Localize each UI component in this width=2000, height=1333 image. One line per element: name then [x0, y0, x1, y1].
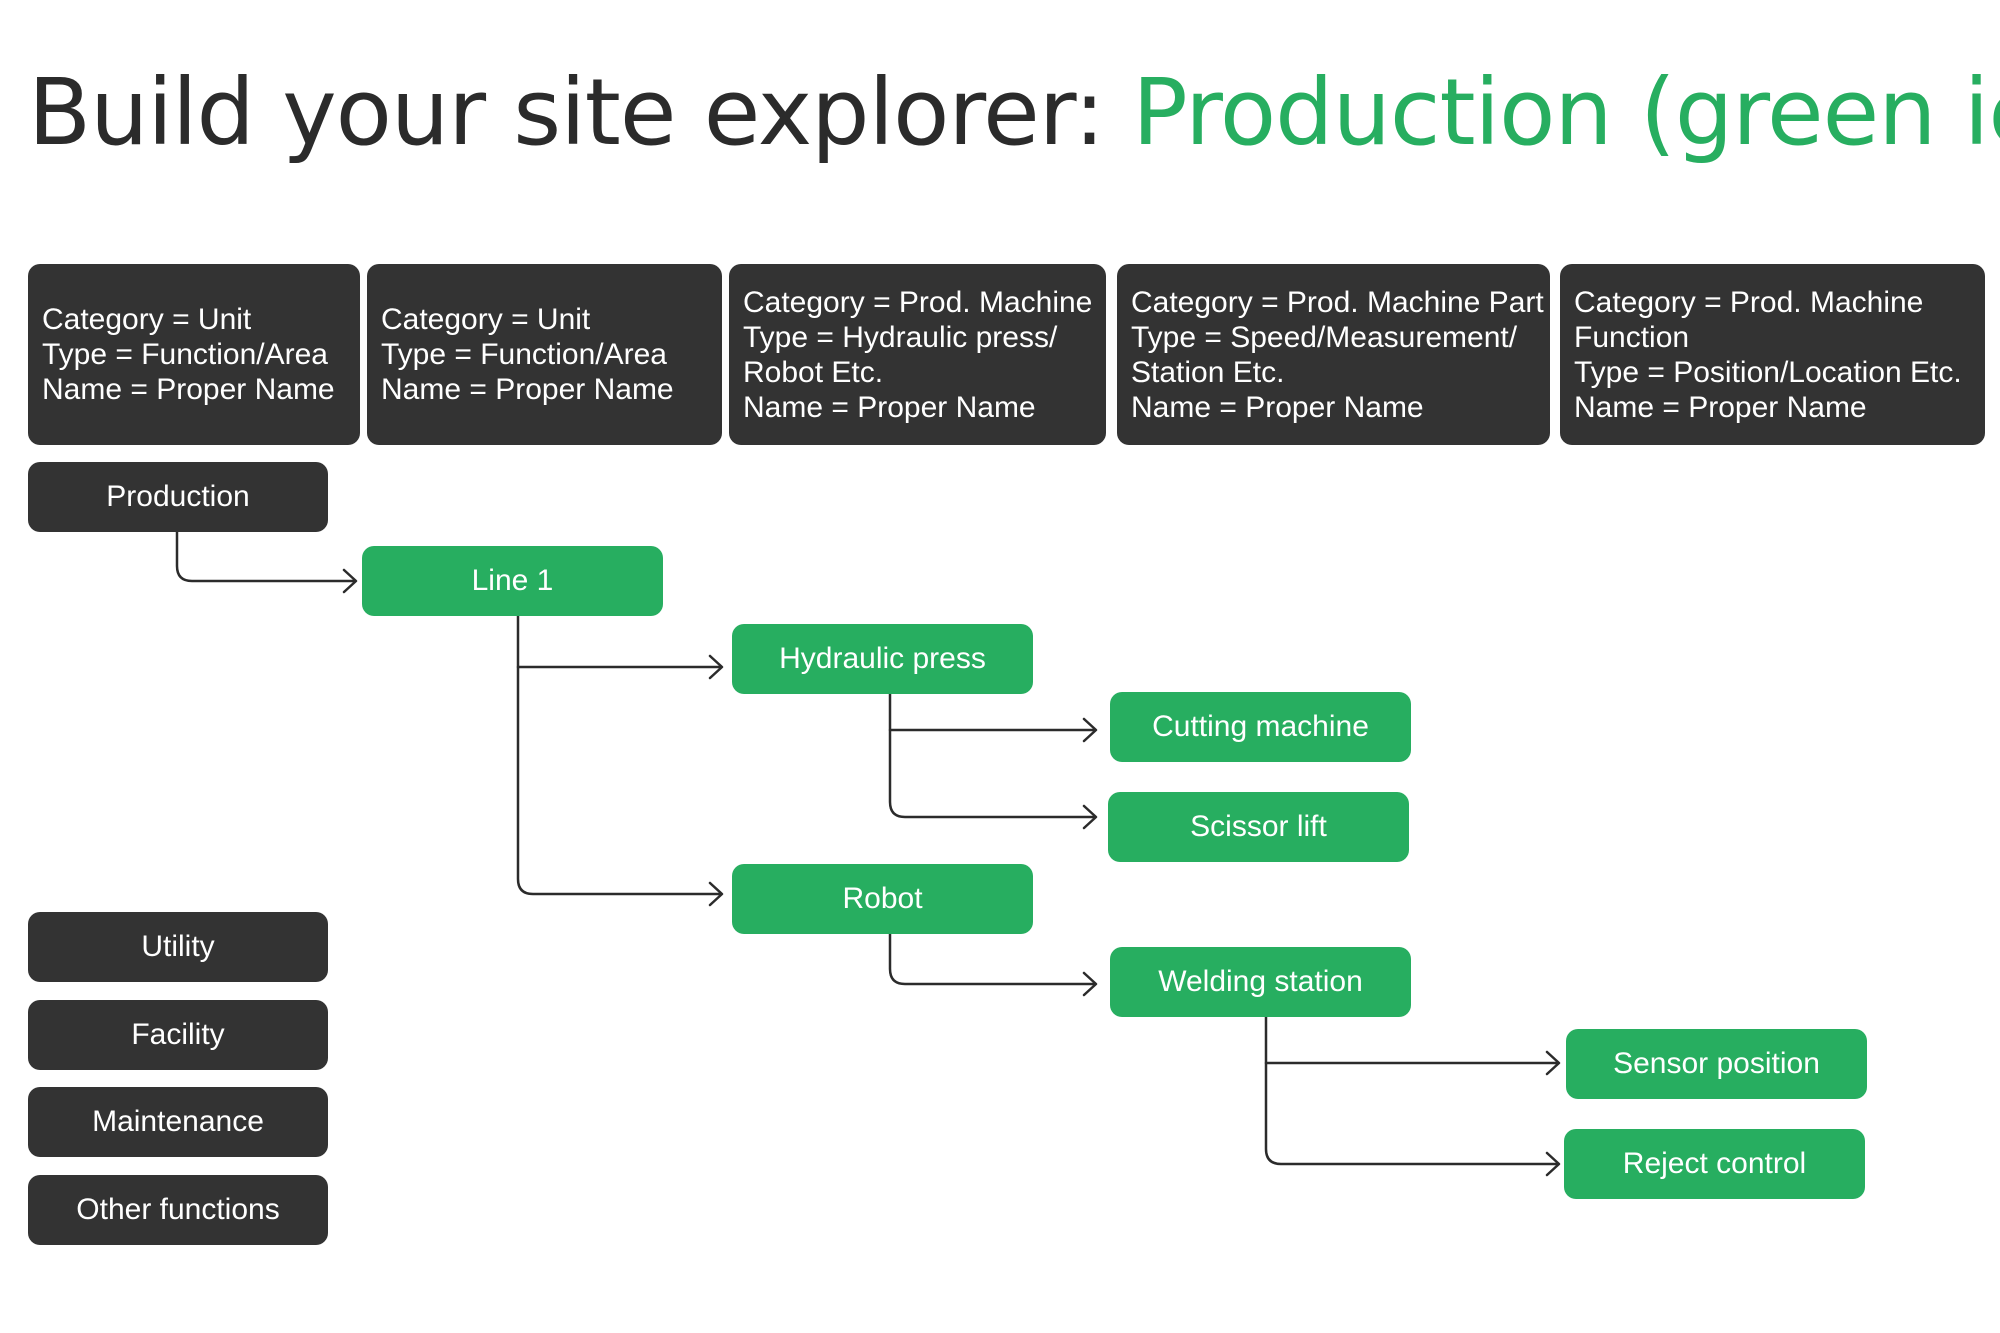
node-hydraulic-press[interactable]: Hydraulic press — [732, 624, 1033, 694]
connector-production-to-line1 — [175, 530, 358, 594]
node-production[interactable]: Production — [28, 462, 328, 532]
header-line: Type = Position/Location Etc. — [1574, 355, 1962, 389]
column-header-unit-area: Category = Unit Type = Function/Area Nam… — [28, 264, 360, 445]
connector-welding-station-to-reject-control — [1264, 1061, 1561, 1177]
title-accent: Production (green icons) — [1132, 59, 2000, 166]
header-line: Name = Proper Name — [42, 373, 335, 406]
node-reject-control[interactable]: Reject control — [1564, 1129, 1865, 1199]
column-header-prod-machine-part: Category = Prod. Machine Part Type = Spe… — [1117, 264, 1550, 445]
header-line: Type = Function/Area — [381, 338, 667, 371]
node-robot[interactable]: Robot — [732, 864, 1033, 934]
header-line: Type = Hydraulic press/ — [743, 320, 1058, 354]
header-line: Robot Etc. — [743, 355, 884, 389]
header-line: Name = Proper Name — [743, 390, 1036, 424]
column-header-unit-line: Category = Unit Type = Function/Area Nam… — [367, 264, 722, 445]
node-sensor-position[interactable]: Sensor position — [1566, 1029, 1867, 1099]
header-line: Station Etc. — [1131, 355, 1285, 389]
connector-hydraulic-press-to-scissor-lift — [888, 728, 1098, 830]
header-line: Type = Function/Area — [42, 338, 328, 371]
header-line: Category = Prod. Machine — [1574, 285, 1924, 319]
header-line: Function — [1574, 320, 1690, 354]
node-facility[interactable]: Facility — [28, 1000, 328, 1070]
header-line: Name = Proper Name — [1574, 390, 1867, 424]
node-scissor-lift[interactable]: Scissor lift — [1108, 792, 1409, 862]
header-line: Category = Prod. Machine Part — [1131, 285, 1544, 319]
connector-line1-to-robot — [516, 665, 724, 907]
header-line: Type = Speed/Measurement/ — [1131, 320, 1518, 354]
header-line: Category = Unit — [381, 303, 591, 336]
node-welding-station[interactable]: Welding station — [1110, 947, 1411, 1017]
column-header-prod-machine-function: Category = Prod. Machine Function Type =… — [1560, 264, 1985, 445]
node-other-functions[interactable]: Other functions — [28, 1175, 328, 1245]
node-utility[interactable]: Utility — [28, 912, 328, 982]
header-line: Name = Proper Name — [381, 373, 674, 406]
node-maintenance[interactable]: Maintenance — [28, 1087, 328, 1157]
column-header-prod-machine: Category = Prod. Machine Type = Hydrauli… — [729, 264, 1106, 445]
connector-welding-station-to-sensor-position — [1264, 1015, 1561, 1076]
header-line: Category = Prod. Machine — [743, 285, 1093, 319]
header-line: Category = Unit — [42, 303, 252, 336]
node-line-1[interactable]: Line 1 — [362, 546, 663, 616]
connector-robot-to-welding-station — [888, 932, 1098, 997]
connector-line1-to-hydraulic-press — [516, 614, 724, 680]
header-line: Name = Proper Name — [1131, 390, 1424, 424]
title-main: Build your site explorer: — [28, 59, 1133, 166]
node-cutting-machine[interactable]: Cutting machine — [1110, 692, 1411, 762]
connector-hydraulic-press-to-cutting-machine — [888, 692, 1098, 743]
page-title: Build your site explorer: Production (gr… — [28, 58, 2000, 168]
